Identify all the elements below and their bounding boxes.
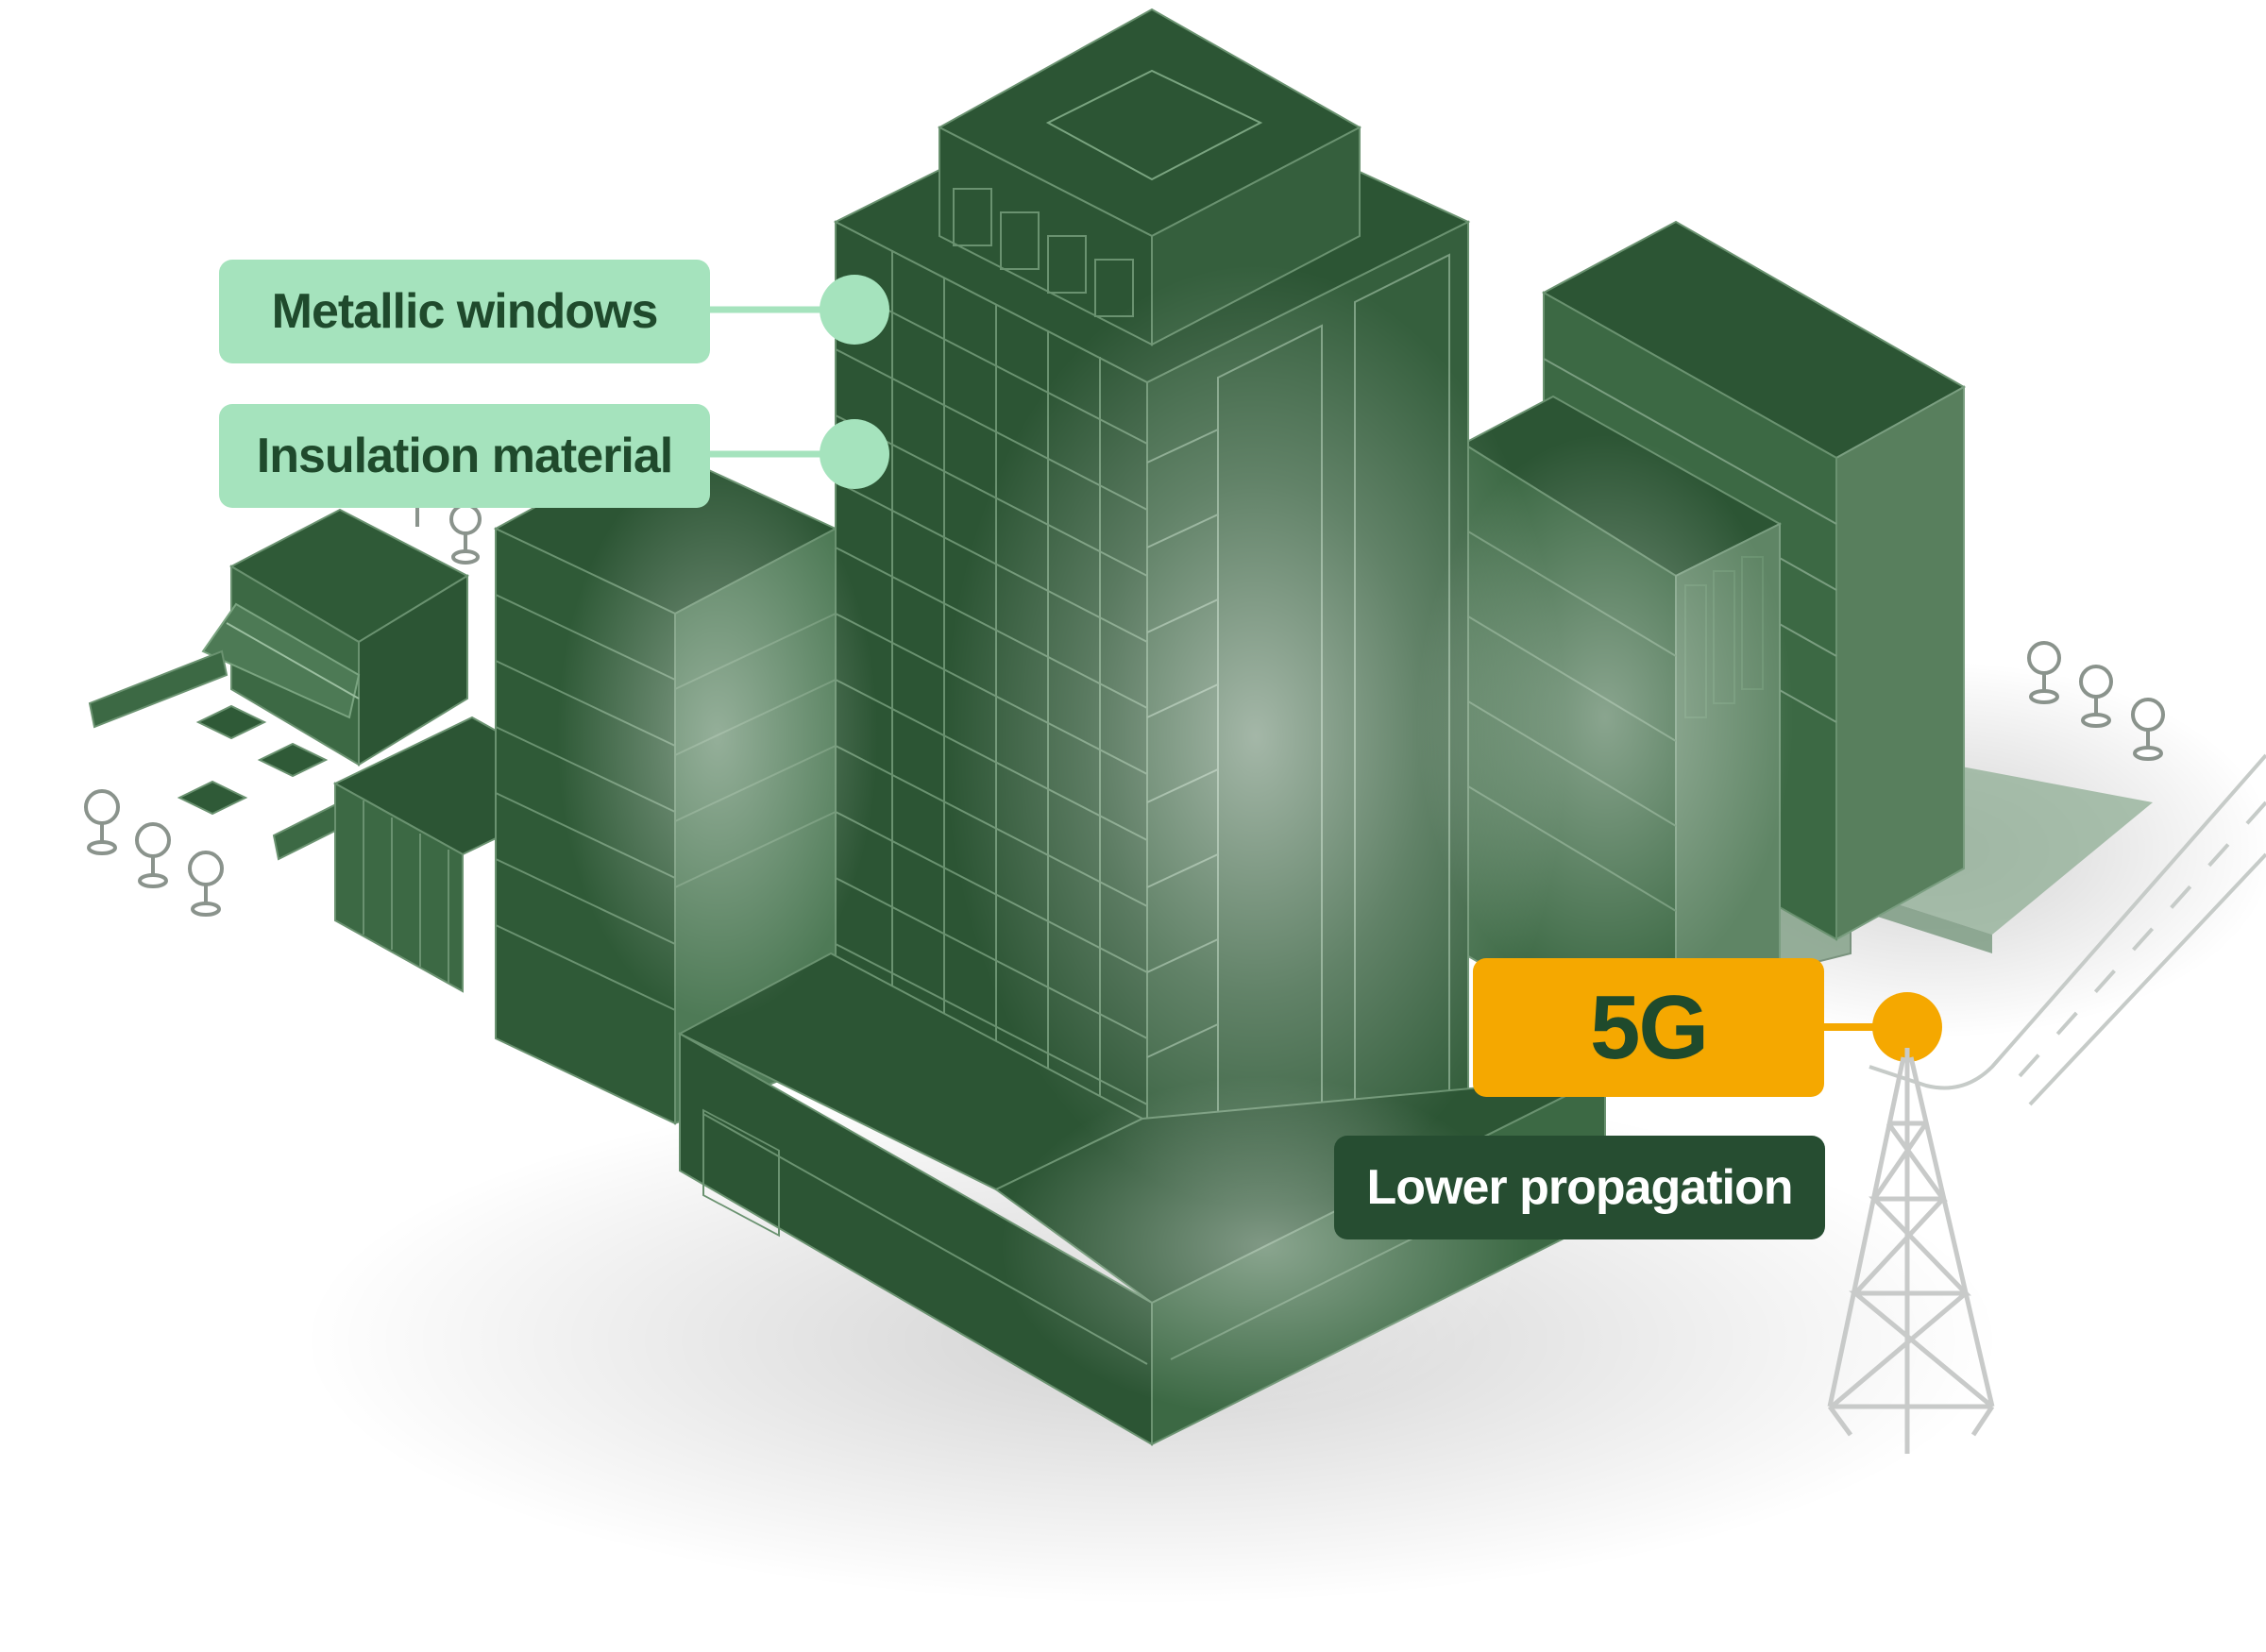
- five-g-badge: 5G: [1473, 958, 1824, 1097]
- fence: [88, 649, 347, 861]
- insulation-material-text: Insulation material: [256, 429, 673, 483]
- lower-propagation-text: Lower propagation: [1366, 1160, 1794, 1215]
- metallic-windows-label: Metallic windows: [219, 260, 710, 363]
- road-icon: [1869, 753, 2266, 1106]
- cafe-table-icon: [177, 704, 329, 816]
- insulation-material-label: Insulation material: [219, 404, 710, 508]
- metallic-windows-text: Metallic windows: [271, 284, 659, 339]
- cell-tower-icon: [1827, 1048, 1995, 1454]
- tree-icon: [2027, 641, 2165, 761]
- storefront-icon: [201, 508, 470, 767]
- lower-propagation-label: Lower propagation: [1334, 1136, 1825, 1239]
- five-g-text: 5G: [1589, 976, 1709, 1078]
- callout-connectors: [708, 275, 1942, 1062]
